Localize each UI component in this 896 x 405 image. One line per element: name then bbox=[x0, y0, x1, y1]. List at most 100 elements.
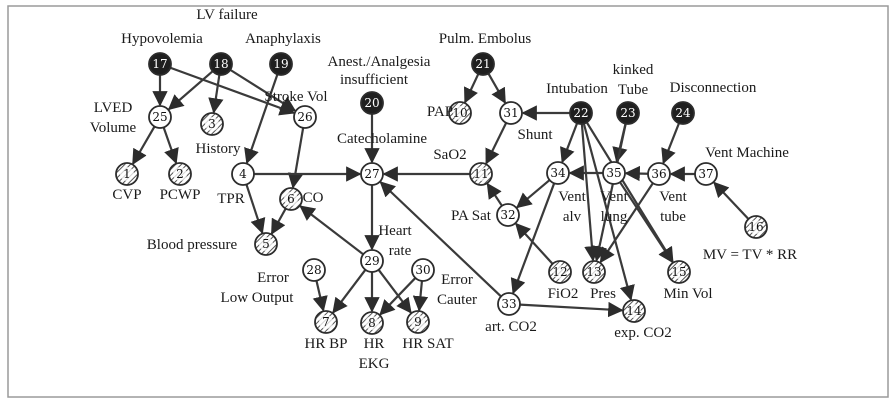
edge-25-to-2 bbox=[162, 127, 179, 165]
node-number: 19 bbox=[273, 57, 288, 71]
node-8: 8HR EKG bbox=[359, 311, 390, 372]
node-label-line: exp. CO2 bbox=[614, 325, 672, 341]
node-number: 36 bbox=[651, 167, 666, 181]
node-label-line: Tube bbox=[618, 82, 649, 98]
edge-30-to-9 bbox=[412, 280, 429, 312]
node-number-backdrop bbox=[259, 237, 273, 251]
node-number: 22 bbox=[573, 106, 588, 120]
edge-32-to-11 bbox=[486, 182, 503, 207]
edge-35-to-15 bbox=[619, 181, 674, 264]
node-number: 23 bbox=[620, 106, 635, 120]
node-circle bbox=[411, 258, 435, 282]
node-label-line: Vent bbox=[659, 189, 687, 205]
node-number: 8 bbox=[368, 316, 376, 330]
node-number: 32 bbox=[500, 208, 515, 222]
node-32: 32 PA Sat bbox=[451, 203, 520, 227]
node-label-line: TPR bbox=[217, 191, 245, 207]
edge-31-to-11 bbox=[485, 122, 508, 165]
node-circle bbox=[694, 162, 718, 186]
node-number: 21 bbox=[475, 57, 490, 71]
node-7: 7HR BP bbox=[305, 310, 347, 352]
node-9: 9 HR SAT bbox=[402, 310, 454, 352]
node-number-backdrop bbox=[319, 315, 333, 329]
node-number: 7 bbox=[322, 315, 330, 329]
node-circle bbox=[496, 203, 520, 227]
node-label-line: EKG bbox=[359, 356, 390, 372]
node-number: 1 bbox=[123, 167, 131, 181]
node-number: 34 bbox=[550, 166, 566, 180]
edge-22-to-13 bbox=[580, 123, 600, 262]
node-label-line: rate bbox=[389, 243, 412, 259]
edge-21-to-10 bbox=[464, 73, 480, 104]
node-label-line: insufficient bbox=[340, 72, 409, 88]
node-number: 3 bbox=[208, 117, 216, 131]
edge-22-to-14 bbox=[582, 123, 635, 301]
node-label-line: PAP bbox=[427, 104, 453, 120]
edge-17-to-26 bbox=[169, 66, 296, 116]
node-label-line: HR bbox=[364, 336, 385, 352]
node-label-line: Shunt bbox=[517, 127, 553, 143]
node-label-line: PCWP bbox=[160, 187, 201, 203]
node-label-line: tube bbox=[660, 209, 686, 225]
edge-28-to-7 bbox=[312, 280, 328, 312]
node-label-line: FiO2 bbox=[548, 286, 579, 302]
node-circle bbox=[302, 258, 326, 282]
node-number: 12 bbox=[552, 265, 567, 279]
node-label-line: Catecholamine bbox=[337, 131, 427, 147]
node-label-line: CO bbox=[303, 190, 324, 206]
edge-21-to-31 bbox=[487, 73, 507, 104]
node-number: 13 bbox=[586, 265, 601, 279]
node-number: 11 bbox=[473, 167, 488, 181]
node-circle bbox=[360, 91, 384, 115]
node-number-backdrop bbox=[627, 304, 641, 318]
edge-12-to-32 bbox=[515, 222, 554, 265]
node-number-backdrop bbox=[474, 167, 488, 181]
node-number-backdrop bbox=[120, 167, 134, 181]
node-number: 10 bbox=[452, 106, 467, 120]
node-circle bbox=[602, 161, 626, 185]
node-number-backdrop bbox=[411, 315, 425, 329]
node-label-line: Pulm. Embolus bbox=[439, 31, 532, 47]
edge-29-to-9 bbox=[377, 269, 412, 314]
node-circle bbox=[569, 101, 593, 125]
node-number: 2 bbox=[176, 167, 184, 181]
node-number: 9 bbox=[414, 315, 422, 329]
node-circle bbox=[360, 249, 384, 273]
node-number: 26 bbox=[297, 110, 312, 124]
node-label-line: HR SAT bbox=[402, 336, 453, 352]
edge-16-to-37 bbox=[713, 181, 750, 220]
node-circle bbox=[497, 292, 521, 316]
node-label-line: Hypovolemia bbox=[121, 31, 203, 47]
node-label-line: lung bbox=[601, 209, 628, 225]
node-label-line: Anest./Analgesia bbox=[328, 54, 431, 70]
node-circle bbox=[231, 162, 255, 186]
node-circle bbox=[148, 52, 172, 76]
node-label-line: PA Sat bbox=[451, 208, 492, 224]
node-number: 30 bbox=[415, 263, 430, 277]
node-circle bbox=[546, 161, 570, 185]
node-number-backdrop bbox=[453, 106, 467, 120]
edge-18-to-3 bbox=[208, 74, 224, 114]
node-label-line: LV failure bbox=[196, 7, 258, 23]
node-number: 16 bbox=[748, 220, 763, 234]
